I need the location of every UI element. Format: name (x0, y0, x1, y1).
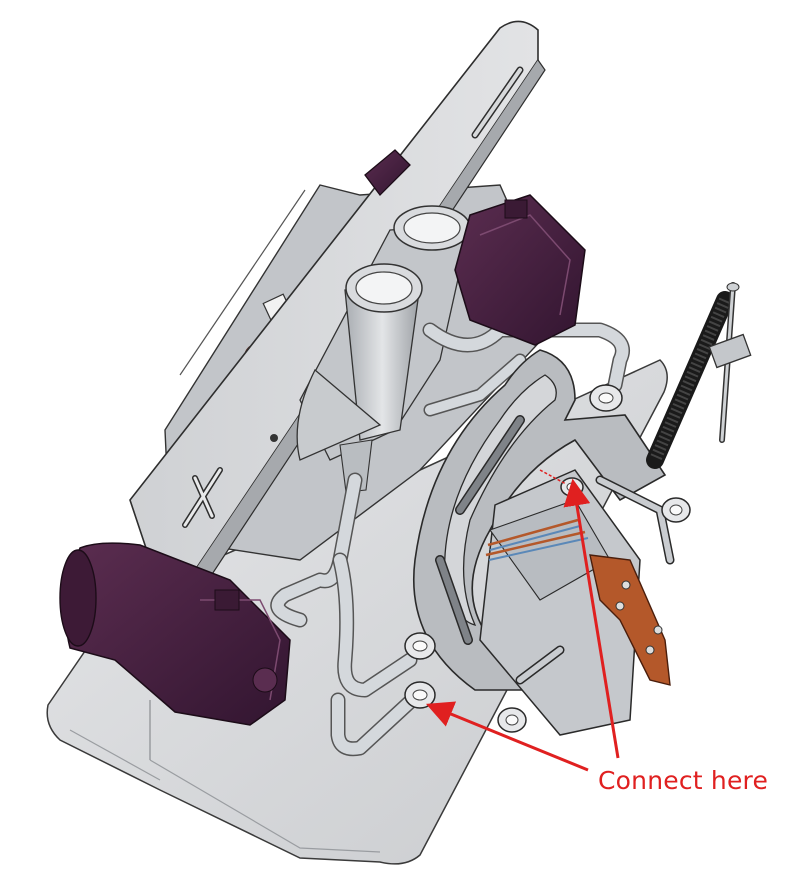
fitting-top (589, 384, 623, 412)
electrode-block (479, 469, 675, 736)
fitting-left-1 (404, 632, 436, 660)
lead-screw (646, 282, 752, 469)
motor-upper (364, 149, 586, 346)
motor-lower (59, 542, 291, 726)
arrow-to-top-connection (563, 478, 620, 759)
tube-nozzle-assembly (296, 205, 471, 493)
annotation-label: Connect here (598, 766, 769, 795)
fitting-connect-top (560, 477, 584, 497)
fitting-bottom (497, 707, 527, 733)
fitting-connect-bottom (404, 681, 436, 709)
c-clamp-frame (413, 349, 667, 691)
fitting-right (661, 497, 691, 523)
arrow-to-bottom-connection (426, 701, 589, 772)
annotation-arrows (426, 478, 620, 772)
